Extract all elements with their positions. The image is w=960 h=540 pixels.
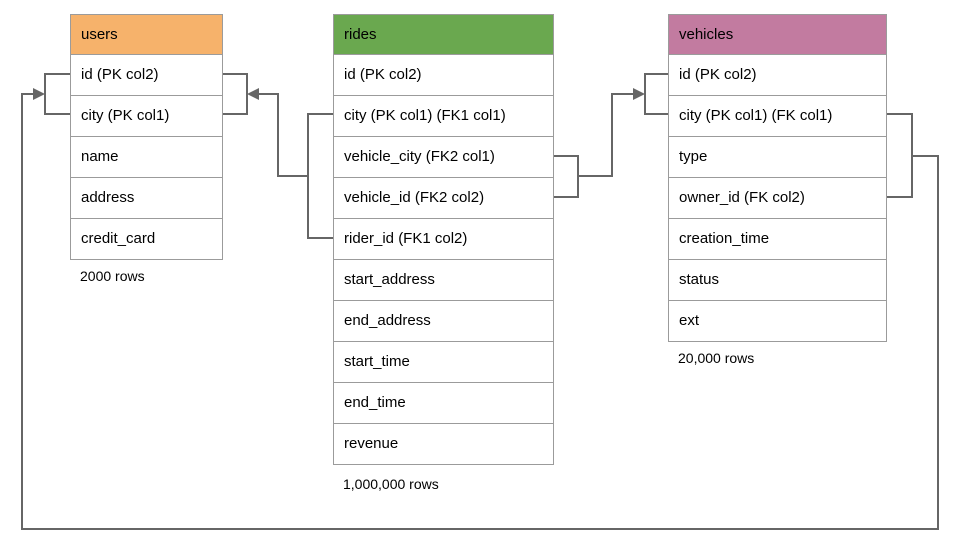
fk-arrowhead-into-users	[33, 88, 45, 100]
column-row-id: id (PK col2)	[669, 54, 886, 95]
column-row-revenue: revenue	[334, 423, 553, 464]
column-row-id: id (PK col2)	[71, 54, 222, 95]
column-row-end_time: end_time	[334, 382, 553, 423]
table-rides-header: rides	[334, 15, 553, 54]
vehicles-left-bracket	[644, 73, 668, 115]
fk2-connector-line	[578, 93, 633, 177]
vehicles-right-bracket	[887, 113, 913, 198]
column-row-end_address: end_address	[334, 300, 553, 341]
table-vehicles-columns: id (PK col2)city (PK col1) (FK col1)type…	[669, 54, 886, 341]
table-vehicles-header: vehicles	[669, 15, 886, 54]
users-left-bracket	[44, 73, 70, 115]
column-row-city: city (PK col1) (FK1 col1)	[334, 95, 553, 136]
relationship-rides-to-users	[223, 73, 333, 239]
column-row-owner_id: owner_id (FK col2)	[669, 177, 886, 218]
fk-vehicles-connector-line	[21, 93, 939, 530]
column-row-start_address: start_address	[334, 259, 553, 300]
relationship-rides-to-vehicles	[553, 73, 668, 198]
column-row-name: name	[71, 136, 222, 177]
table-rides: rides id (PK col2)city (PK col1) (FK1 co…	[333, 14, 554, 465]
table-users-header: users	[71, 15, 222, 54]
column-row-vehicle_id: vehicle_id (FK2 col2)	[334, 177, 553, 218]
vehicles-row-count: 20,000 rows	[678, 350, 755, 366]
column-row-rider_id: rider_id (FK1 col2)	[334, 218, 553, 259]
table-rides-columns: id (PK col2)city (PK col1) (FK1 col1)veh…	[334, 54, 553, 464]
rides-right-bracket	[553, 155, 579, 198]
rides-row-count: 1,000,000 rows	[343, 476, 439, 492]
column-row-status: status	[669, 259, 886, 300]
column-row-credit_card: credit_card	[71, 218, 222, 259]
relationship-vehicles-to-users	[21, 73, 939, 530]
column-row-city: city (PK col1)	[71, 95, 222, 136]
column-row-id: id (PK col2)	[334, 54, 553, 95]
users-right-bracket	[223, 73, 248, 115]
column-row-creation_time: creation_time	[669, 218, 886, 259]
users-row-count: 2000 rows	[80, 268, 145, 284]
table-vehicles: vehicles id (PK col2)city (PK col1) (FK …	[668, 14, 887, 342]
column-row-address: address	[71, 177, 222, 218]
fk1-arrowhead-into-users	[247, 88, 259, 100]
fk1-connector-line	[259, 93, 308, 177]
rides-left-bracket	[307, 113, 333, 239]
column-row-start_time: start_time	[334, 341, 553, 382]
column-row-vehicle_city: vehicle_city (FK2 col1)	[334, 136, 553, 177]
column-row-ext: ext	[669, 300, 886, 341]
column-row-type: type	[669, 136, 886, 177]
fk2-arrowhead-into-vehicles	[633, 88, 645, 100]
column-row-city: city (PK col1) (FK col1)	[669, 95, 886, 136]
